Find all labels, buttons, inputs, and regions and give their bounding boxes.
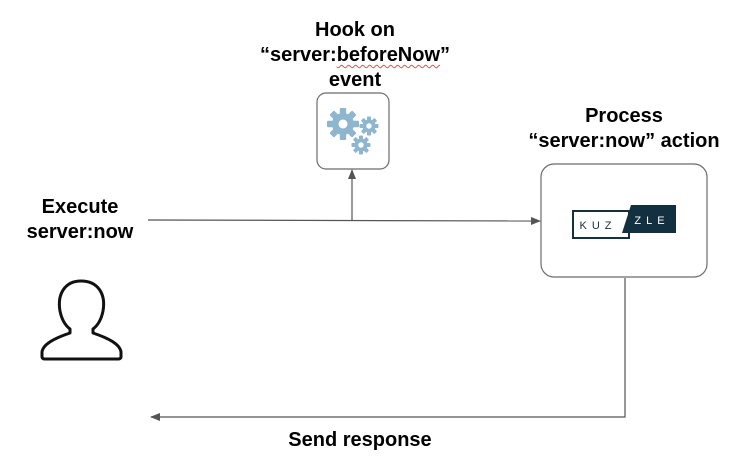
kuzzle-logo: KUZ ZLE: [572, 205, 676, 239]
user-icon: [40, 279, 123, 361]
send-response-label: Send response: [288, 429, 432, 451]
execute-label: Execute server:now: [10, 195, 150, 245]
hook-label-line1: Hook on: [315, 19, 395, 41]
hook-event-name: beforeNow: [336, 44, 441, 66]
hook-box: [316, 92, 390, 170]
hook-label: Hook on “server:beforeNow” event: [240, 18, 470, 93]
kuzzle-logo-right-text: ZLE: [634, 215, 669, 227]
process-label: Process “server:now” action: [508, 104, 733, 154]
kuzzle-box: KUZ ZLE: [540, 163, 708, 278]
gears-icon: [327, 108, 379, 155]
execute-label-line1: Execute: [41, 196, 119, 218]
process-label-line2: “server:now” action: [528, 130, 720, 152]
kuzzle-logo-left-text: KUZ: [580, 220, 617, 232]
execute-label-line2: server:now: [26, 221, 134, 243]
process-label-line1: Process: [585, 105, 663, 127]
response-arrow: [150, 278, 626, 421]
hook-label-line2: “server:beforeNow”: [259, 44, 451, 66]
hook-label-line3: event: [328, 69, 382, 91]
request-arrow: [147, 216, 541, 225]
